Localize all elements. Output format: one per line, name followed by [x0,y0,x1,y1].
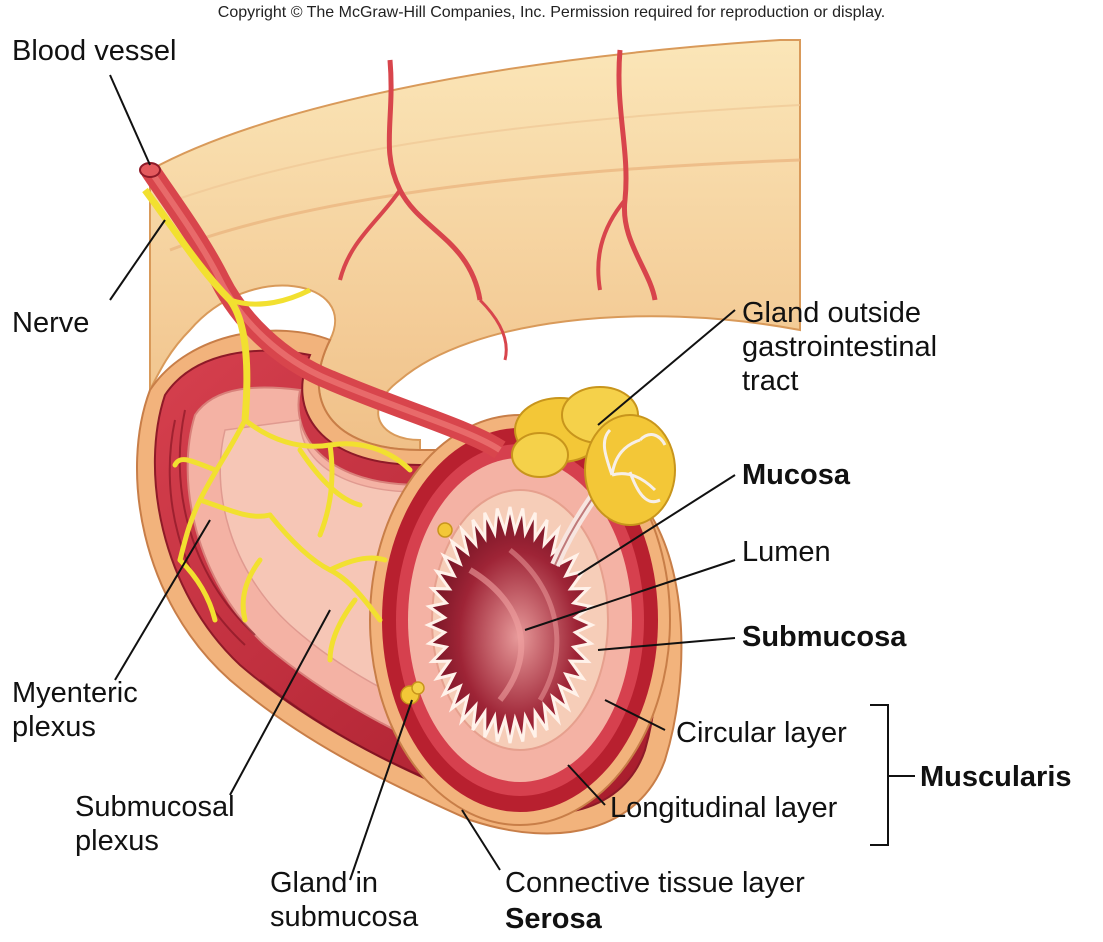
label-connective-tissue-layer: Connective tissue layer [505,866,805,900]
leader-gland-outside [598,310,735,425]
label-serosa: Serosa [505,902,602,936]
copyright-notice: Copyright © The McGraw-Hill Companies, I… [0,4,1103,22]
label-gland-in-submucosa: Gland in submucosa [270,866,418,934]
label-nerve: Nerve [12,306,89,340]
label-submucosal-plexus: Submucosal plexus [75,790,235,858]
label-lumen: Lumen [742,535,831,569]
label-myenteric-plexus: Myenteric plexus [12,676,138,744]
label-circular-layer: Circular layer [676,716,847,750]
label-gland-outside-tract: Gland outside gastrointestinal tract [742,296,937,398]
label-submucosa: Submucosa [742,620,906,654]
label-longitudinal-layer: Longitudinal layer [610,791,837,825]
muscularis-bracket [870,705,888,845]
label-mucosa: Mucosa [742,458,850,492]
leader-blood-vessel [110,75,150,165]
label-muscularis: Muscularis [920,760,1072,794]
label-blood-vessel: Blood vessel [12,34,176,68]
